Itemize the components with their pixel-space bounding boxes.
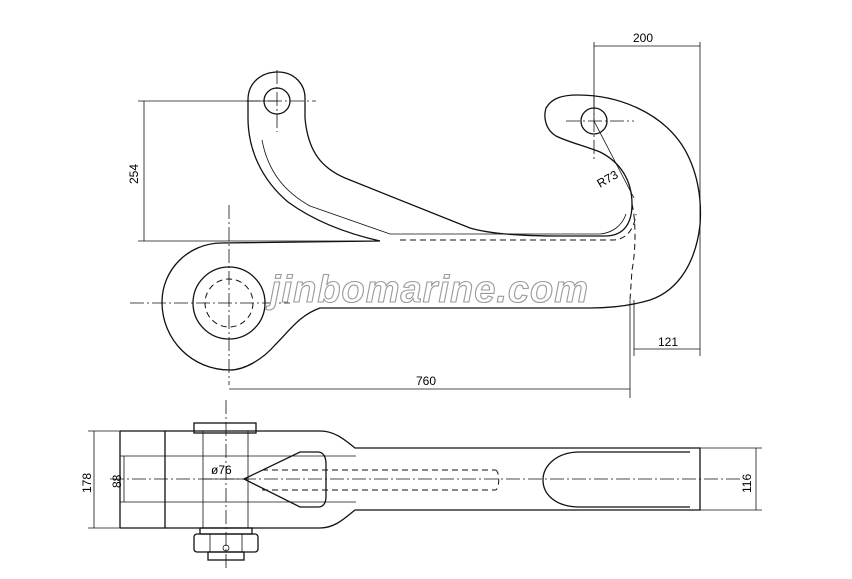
pin-end: [207, 551, 245, 561]
dim-121-label: 121: [658, 335, 678, 349]
hook-hidden-line-1: [400, 213, 637, 241]
hook-tip-plan: [542, 451, 690, 508]
dim-178-label: 178: [80, 473, 94, 493]
dimensions-plan-view: 178 88 ø76 116: [80, 430, 762, 529]
dim-254-label: 254: [127, 164, 141, 184]
dim-76-label: ø76: [211, 463, 232, 477]
hook-outline: [161, 71, 702, 371]
hook-elevation-view: [130, 70, 702, 385]
pin-head-top: [193, 422, 257, 434]
cotter-pin-hole: [222, 544, 230, 552]
dimensions-top-view: 200 254 R73 121 760: [127, 31, 701, 398]
dim-200-label: 200: [633, 31, 653, 45]
dim-116-label: 116: [740, 474, 754, 493]
dim-r73-label: R73: [595, 167, 621, 190]
hook-hidden-line-2: [629, 203, 636, 301]
dim-760-label: 760: [416, 374, 436, 388]
shank-slot: [242, 451, 327, 508]
watermark: jinbomarine.com: [265, 269, 589, 311]
dim-r73-leader: [593, 120, 635, 199]
dim-88-label: 88: [110, 474, 124, 488]
fork-body: [120, 430, 166, 529]
hook-inner-edge: [261, 139, 627, 235]
hook-plan-view: [110, 400, 740, 570]
shank-slot-inner: [262, 469, 500, 491]
